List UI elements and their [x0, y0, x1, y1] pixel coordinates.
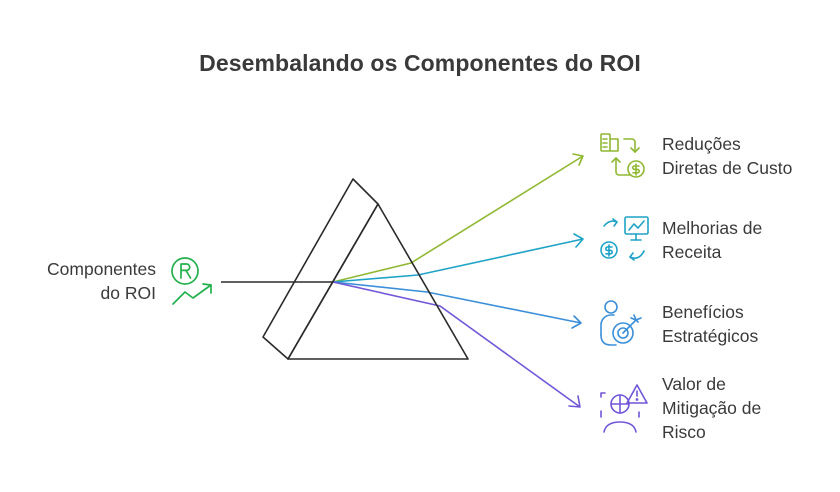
- source-label-line-2: do ROI: [100, 283, 156, 303]
- output-label-line: Receita: [662, 242, 722, 262]
- revenue-chart-icon: [600, 216, 649, 261]
- output-label-revenue: Melhorias de Receita: [662, 216, 762, 264]
- output-label-line: Melhorias de: [662, 218, 763, 238]
- ray-risk-arrow: [568, 395, 581, 408]
- source-label-line-1: Componentes: [47, 259, 156, 279]
- prism: [262, 178, 469, 360]
- ray-strategic-arrow: [571, 315, 582, 329]
- source-label: Componentes do ROI: [47, 257, 156, 305]
- ray-risk: [332, 281, 581, 408]
- output-label-strategic: Benefícios Estratégicos: [662, 300, 758, 348]
- output-label-risk: Valor de Mitigação de Risco: [662, 372, 761, 444]
- output-label-line: Estratégicos: [662, 326, 759, 346]
- output-label-line: Reduções: [662, 134, 741, 154]
- ray-revenue-arrow: [573, 233, 584, 248]
- ray-strategic: [332, 281, 582, 324]
- strategy-target-icon: [600, 300, 642, 346]
- output-label-line: Mitigação de: [662, 398, 762, 418]
- ray-revenue: [332, 238, 584, 283]
- roi-growth-icon: [171, 257, 212, 305]
- ray-cost-reductions-arrow: [572, 153, 584, 166]
- output-label-line: Valor de: [662, 374, 726, 394]
- output-label-line: Benefícios: [662, 302, 744, 322]
- page-title: Desembalando os Componentes do ROI: [199, 50, 641, 76]
- output-label-cost-reductions: Reduções Diretas de Custo: [662, 132, 792, 180]
- ray-cost-reductions: [332, 155, 584, 283]
- cost-reduction-icon: [600, 133, 645, 178]
- output-label-line: Risco: [662, 422, 706, 442]
- output-label-line: Diretas de Custo: [662, 158, 793, 178]
- risk-warning-icon: [600, 384, 648, 433]
